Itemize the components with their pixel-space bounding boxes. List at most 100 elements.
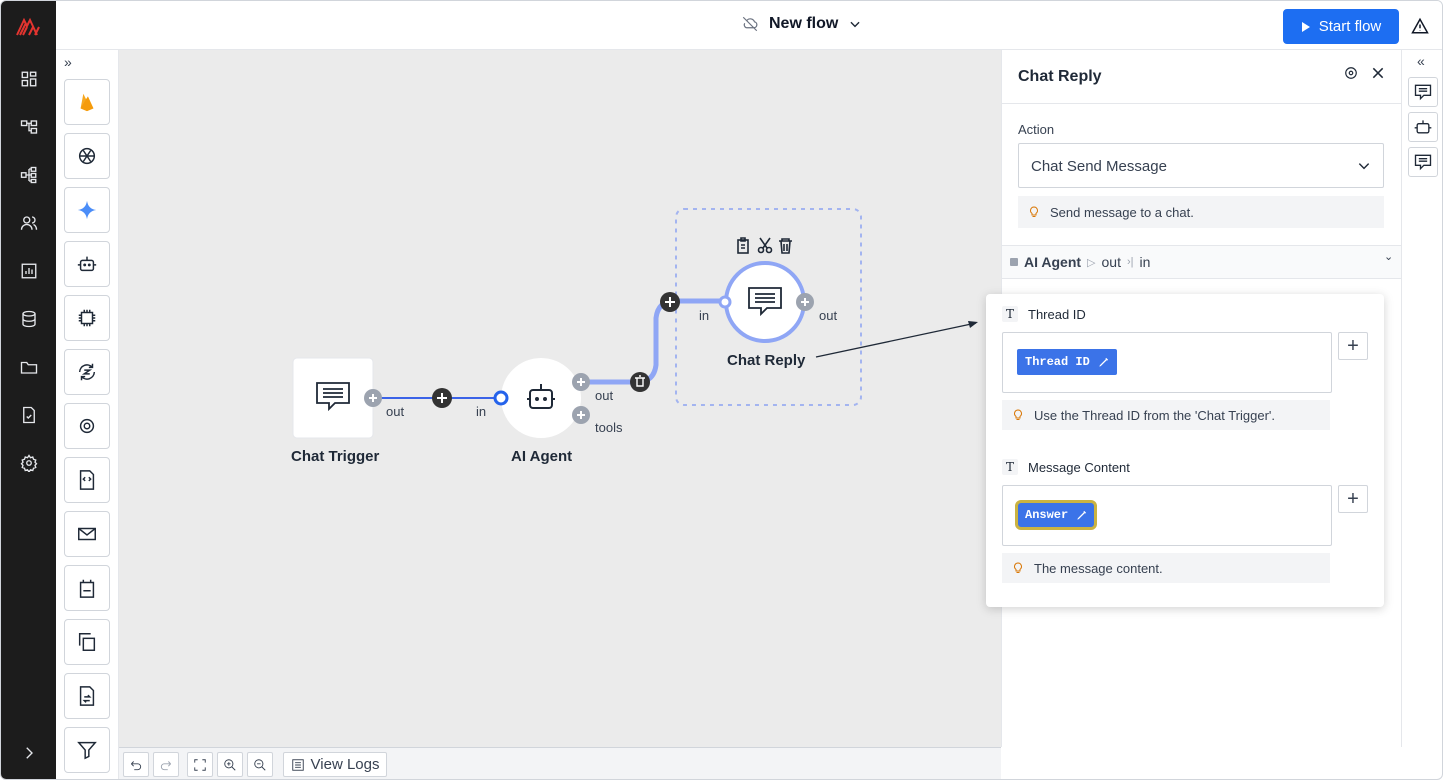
edge-delete-button[interactable] xyxy=(630,372,650,392)
port-label: in xyxy=(699,308,710,323)
field-label: T Thread ID xyxy=(1002,306,1086,322)
robot-icon xyxy=(527,384,555,409)
action-select[interactable]: Chat Send Message xyxy=(1018,143,1384,188)
add-thread-id-button[interactable]: + xyxy=(1338,332,1368,360)
node-label-chat-reply: Chat Reply xyxy=(727,352,806,369)
palette-ftp[interactable] xyxy=(64,565,110,611)
ai-agent-shortcut[interactable] xyxy=(1408,112,1438,142)
port-label: out xyxy=(386,404,405,419)
fit-view-button[interactable] xyxy=(187,752,213,777)
palette-settings[interactable] xyxy=(64,403,110,449)
target-icon[interactable] xyxy=(1344,66,1358,80)
start-flow-button[interactable]: Start flow xyxy=(1283,9,1399,44)
trash-icon xyxy=(635,375,645,387)
firebase-icon xyxy=(80,93,94,112)
node-chat-trigger[interactable] xyxy=(292,357,374,439)
answer-chip[interactable]: Answer xyxy=(1014,500,1098,530)
settings-icon[interactable] xyxy=(17,451,41,475)
action-hint: Send message to a chat. xyxy=(1018,196,1384,228)
chat-trigger-shortcut[interactable] xyxy=(1408,77,1438,107)
redo-icon xyxy=(160,760,171,770)
document-check-icon[interactable] xyxy=(17,403,41,427)
thread-id-hint: Use the Thread ID from the 'Chat Trigger… xyxy=(1002,400,1330,430)
message-content-hint-text: The message content. xyxy=(1034,560,1163,576)
app-logo[interactable] xyxy=(15,15,43,39)
robot-icon xyxy=(77,256,97,272)
palette-ai-chip[interactable] xyxy=(64,295,110,341)
expand-icon[interactable]: ⌄ xyxy=(1384,251,1394,263)
scissors-icon[interactable] xyxy=(757,237,773,254)
play-icon xyxy=(1301,21,1310,32)
zoom-out-button[interactable] xyxy=(247,752,273,777)
flow-canvas[interactable]: Chat Trigger AI Agent Chat Reply out in … xyxy=(119,50,1001,747)
palette-openai[interactable] xyxy=(64,133,110,179)
palette-firebase[interactable] xyxy=(64,79,110,125)
palette-filter[interactable] xyxy=(64,727,110,773)
arrow-line xyxy=(815,322,977,358)
add-message-content-button[interactable]: + xyxy=(1338,485,1368,513)
gemini-icon xyxy=(77,200,97,220)
users-icon[interactable] xyxy=(17,211,41,235)
delete-node-icon[interactable] xyxy=(779,238,792,254)
agent-in-port[interactable] xyxy=(493,390,509,406)
palette-gemini[interactable] xyxy=(64,187,110,233)
mail-icon xyxy=(78,527,96,541)
reply-in-port[interactable] xyxy=(718,295,732,309)
palette-file-sync[interactable] xyxy=(64,673,110,719)
chat-icon xyxy=(1414,84,1432,101)
analytics-icon[interactable] xyxy=(17,259,41,283)
action-label: Action xyxy=(1018,122,1055,137)
fullscreen-icon xyxy=(194,758,206,771)
message-content-hint: The message content. xyxy=(1002,553,1330,583)
canvas-toolbar: View Logs xyxy=(119,747,1001,779)
undo-button[interactable] xyxy=(123,752,149,777)
collapse-sidebar-icon[interactable]: « xyxy=(1417,53,1425,69)
close-icon[interactable] xyxy=(1371,66,1385,80)
filter-icon xyxy=(77,741,97,760)
message-content-input[interactable]: Answer xyxy=(1002,485,1332,546)
database-icon[interactable] xyxy=(17,307,41,331)
node-palette: » xyxy=(56,50,119,779)
selection-box xyxy=(675,208,862,406)
field-label: T Message Content xyxy=(1002,459,1130,475)
node-ai-agent[interactable] xyxy=(501,358,581,438)
flows-icon[interactable] xyxy=(17,115,41,139)
view-logs-label: View Logs xyxy=(310,756,380,773)
dashboard-icon[interactable] xyxy=(17,67,41,91)
node-label-ai-agent: AI Agent xyxy=(511,448,573,465)
left-nav xyxy=(1,1,56,779)
pencil-icon[interactable] xyxy=(1098,357,1109,368)
palette-copy[interactable] xyxy=(64,619,110,665)
view-logs-button[interactable]: View Logs xyxy=(283,752,387,777)
warning-icon[interactable] xyxy=(1411,17,1429,35)
folder-icon[interactable] xyxy=(17,355,41,379)
chip-label: Thread ID xyxy=(1025,355,1090,369)
clipboard-icon[interactable] xyxy=(737,237,749,254)
chat-icon xyxy=(748,287,782,317)
redo-button[interactable] xyxy=(153,752,179,777)
pencil-icon[interactable] xyxy=(1076,510,1087,521)
hierarchy-icon[interactable] xyxy=(17,163,41,187)
breadcrumb: AI Agent ▷ out ›| in ⌄ xyxy=(1002,245,1402,279)
thread-id-chip[interactable]: Thread ID xyxy=(1017,349,1117,375)
palette-transform[interactable] xyxy=(64,349,110,395)
logs-icon xyxy=(291,758,304,771)
thread-id-input[interactable]: Thread ID xyxy=(1002,332,1332,393)
plus-icon xyxy=(801,298,809,306)
plus-icon xyxy=(437,393,447,403)
plus-icon xyxy=(577,378,585,386)
breadcrumb-source[interactable]: AI Agent xyxy=(1024,254,1082,270)
collapse-palette-icon[interactable]: » xyxy=(64,54,72,70)
palette-xml[interactable] xyxy=(64,457,110,503)
expand-nav-icon[interactable] xyxy=(17,741,41,765)
input-mapping-popup: T Thread ID Thread ID + Use the Thread I… xyxy=(986,294,1384,607)
node-icon xyxy=(1010,258,1018,266)
palette-email[interactable] xyxy=(64,511,110,557)
panel-title: Chat Reply xyxy=(1018,68,1102,85)
chat-reply-shortcut[interactable] xyxy=(1408,147,1438,177)
zoom-in-button[interactable] xyxy=(217,752,243,777)
ftp-icon xyxy=(79,579,95,598)
flow-name-dropdown[interactable]: New flow xyxy=(741,15,862,33)
palette-ai-agent[interactable] xyxy=(64,241,110,287)
